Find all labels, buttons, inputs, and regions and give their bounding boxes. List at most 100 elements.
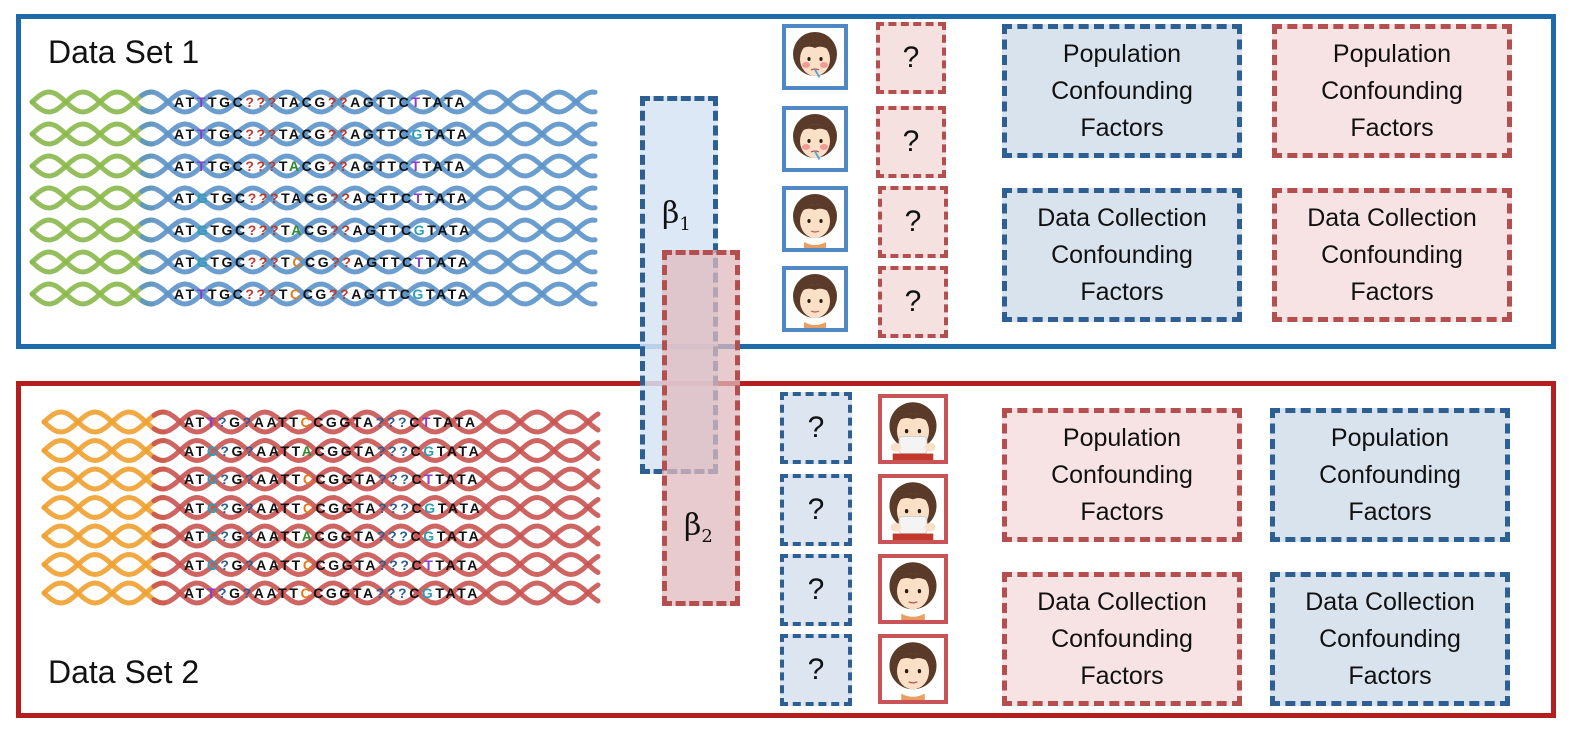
unknown-label-box: ? xyxy=(878,266,948,338)
dataset-2-title: Data Set 2 xyxy=(48,654,200,690)
base-segment: AGTTC xyxy=(351,286,413,302)
base-segment: G xyxy=(196,190,211,206)
base-segment: ? xyxy=(220,556,232,573)
base-segment: T xyxy=(196,94,208,110)
base-segment: TGC xyxy=(207,158,246,174)
face-healthy-4 xyxy=(878,634,948,704)
base-segment: G xyxy=(314,94,328,110)
factor-line: Confounding xyxy=(1051,460,1193,489)
base-segment: ??? xyxy=(378,471,412,487)
base-segment: C xyxy=(289,286,303,302)
base-segment: ? xyxy=(244,471,257,487)
base-segment: TATA xyxy=(436,528,482,544)
base-segment: AT xyxy=(174,286,197,302)
base-segment: G xyxy=(229,414,243,430)
base-segment: TATA xyxy=(435,585,481,601)
base-segment: AGTTC xyxy=(353,254,415,270)
healthy-face-icon xyxy=(793,194,837,248)
base-segment: ?? xyxy=(330,222,353,238)
factor-line: Population xyxy=(1062,39,1182,68)
beta-2-symbol: β xyxy=(684,508,702,543)
beta-2-box xyxy=(662,250,740,606)
base-segment: CGGTA xyxy=(313,585,376,601)
factor-line: Factors xyxy=(1080,277,1164,306)
base-segment: ?? xyxy=(331,254,354,270)
base-segment: ?? xyxy=(327,158,351,174)
base-segment: C xyxy=(300,585,314,601)
base-segment: ? xyxy=(242,414,254,430)
base-segment: TGC xyxy=(210,222,248,238)
base-segment: G xyxy=(231,471,245,487)
base-segment: CGGTA xyxy=(315,471,379,487)
face-sick-1 xyxy=(782,24,848,90)
factor-line: Data Collection xyxy=(1037,587,1207,616)
base-segment: G xyxy=(206,556,221,573)
base-segment: T xyxy=(196,126,208,142)
base-segment: G xyxy=(206,471,221,487)
base-segment: G xyxy=(206,528,221,544)
base-segment: C xyxy=(411,499,425,516)
base-segment: T xyxy=(411,158,423,174)
base-segment: T xyxy=(278,158,289,174)
base-segment: AT xyxy=(184,414,207,430)
base-segment: A xyxy=(301,528,315,544)
dataset-1-population-factors-unobserved: Population Confounding Factors xyxy=(1272,24,1512,158)
dna-helix-icon xyxy=(29,153,598,179)
base-segment: G xyxy=(421,585,436,601)
base-segment: AGTTC xyxy=(350,126,412,142)
face-healthy-2 xyxy=(782,266,848,332)
dna-sequence: ATT?G?AATTCCGGTA???CTTATA xyxy=(184,414,478,430)
base-segment: TGC xyxy=(210,254,248,270)
base-segment: CG xyxy=(305,254,332,270)
base-segment: G xyxy=(423,528,437,544)
base-segment: AT xyxy=(174,158,197,174)
base-segment: ? xyxy=(242,585,254,601)
base-segment: C xyxy=(302,499,316,516)
base-segment: TATA xyxy=(435,556,481,573)
base-segment: C xyxy=(301,94,315,110)
factor-line: Factors xyxy=(1348,497,1432,526)
factor-line: Confounding xyxy=(1321,76,1463,105)
base-segment: ??? xyxy=(245,94,279,110)
base-segment: A xyxy=(301,442,315,459)
base-segment: AATT xyxy=(256,499,303,516)
dna-sequence: ATT?G?AATTCCGGTA???CGTATA xyxy=(184,585,480,601)
base-segment: AT xyxy=(174,254,197,270)
base-segment: T xyxy=(281,222,292,238)
base-segment: C xyxy=(411,556,425,573)
base-segment: ??? xyxy=(245,158,279,174)
base-segment: ? xyxy=(217,585,230,601)
base-segment: TATA xyxy=(424,126,470,142)
base-segment: AT xyxy=(184,471,207,487)
dna-sequence: ATGTGC???TACG??AGTTCTTATA xyxy=(174,190,469,206)
factor-line: Factors xyxy=(1080,661,1164,690)
sick-face-icon xyxy=(793,114,837,160)
base-segment: TACG xyxy=(278,126,328,142)
base-segment: ?? xyxy=(328,286,352,302)
base-segment: C xyxy=(302,556,316,573)
base-segment: A xyxy=(288,158,302,174)
base-segment: T xyxy=(278,286,290,302)
dataset-2-collection-factors-observed: Data Collection Confounding Factors xyxy=(1270,572,1510,706)
base-segment: AT xyxy=(174,190,197,206)
base-segment: T xyxy=(413,190,425,206)
base-segment: G xyxy=(412,286,426,302)
unknown-label-box: ? xyxy=(780,392,852,464)
factor-line: Data Collection xyxy=(1305,587,1475,616)
base-segment: AT xyxy=(184,585,207,601)
dna-sequence: ATG?G?AATTCCGGTA???CGTATA xyxy=(184,500,482,516)
sick-face-icon xyxy=(793,32,837,78)
base-segment: ??? xyxy=(377,528,411,544)
base-segment: T xyxy=(206,414,218,430)
dataset-1-collection-factors-unobserved: Data Collection Confounding Factors xyxy=(1272,188,1512,322)
base-segment: AGTTC xyxy=(350,94,412,110)
dna-helix-icon xyxy=(41,437,601,464)
beta-2-label: β2 xyxy=(684,508,713,547)
base-segment: TATA xyxy=(424,190,470,206)
dna-sequence: ATGTGC???TCCG??AGTTCTTATA xyxy=(174,254,471,270)
base-segment: G xyxy=(413,222,428,238)
base-segment: G xyxy=(206,499,221,516)
face-healthy-1 xyxy=(782,186,848,252)
base-segment: CGGTA xyxy=(315,499,379,516)
